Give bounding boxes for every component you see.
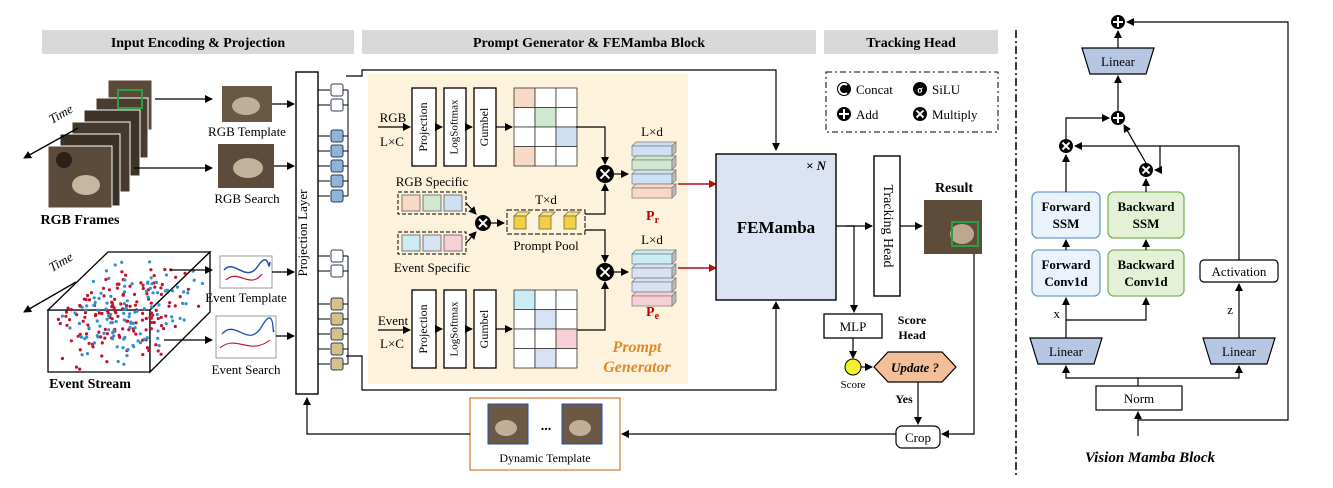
vmb-activation-label: Activation <box>1212 264 1267 279</box>
event-gumbel-label: Gumbel <box>477 309 491 348</box>
score-head-label-2: Head <box>898 328 926 342</box>
rgb-logsoftmax-label: LogSoftmax <box>449 99 461 154</box>
event-selection-matrix <box>513 289 578 369</box>
header-tracking-bg <box>824 30 998 54</box>
header-prompt: Prompt Generator & FEMamba Block <box>473 36 705 51</box>
legend-silu: SiLU <box>932 82 961 97</box>
femamba-block <box>715 153 837 301</box>
event-branch-label: Event <box>378 313 409 328</box>
score-head-label-1: Score <box>898 313 927 327</box>
event-stream-cube <box>46 250 212 374</box>
mlp-label: MLP <box>840 319 867 334</box>
event-lxc-label: L×C <box>380 336 404 351</box>
mlp-box <box>823 313 883 339</box>
prompt-stack-rgb <box>631 141 677 199</box>
vmb-linear-top-label: Linear <box>1101 54 1136 69</box>
prompt-generator-title-1: Prompt <box>612 339 662 356</box>
vmb-linear-right <box>1202 337 1276 365</box>
vmb-linear-left <box>1029 337 1103 365</box>
legend-box <box>825 71 999 133</box>
vmb-norm-label: Norm <box>1124 391 1154 406</box>
txd-label: T×d <box>535 192 557 207</box>
connector-bottom <box>346 301 780 391</box>
rgb-projection-label: Projection <box>416 102 430 151</box>
vmb-backward-conv-label-2: Conv1d <box>1124 274 1168 289</box>
rgb-token-column <box>318 83 349 203</box>
crop-box <box>895 425 941 449</box>
header-input-bg <box>42 30 354 54</box>
rgb-search-label: RGB Search <box>214 191 280 206</box>
legend-multiply: Multiply <box>932 107 978 122</box>
vmb-linear-right-label: Linear <box>1222 344 1257 359</box>
vmb-title: Vision Mamba Block <box>1085 450 1216 466</box>
lxd-label-event: L×d <box>641 232 663 247</box>
header-input: Input Encoding & Projection <box>111 36 286 51</box>
header-prompt-bg <box>362 30 816 54</box>
rgb-template-label: RGB Template <box>208 124 286 139</box>
time-arrow-rgb <box>23 127 79 159</box>
connector-top <box>346 69 780 151</box>
vmb-backward-conv-label-1: Backward <box>1117 257 1175 272</box>
legend-concat: Concat <box>856 82 893 97</box>
legend-add: Add <box>856 107 879 122</box>
vmb-norm <box>1095 385 1183 411</box>
prompt-stack-event <box>631 249 677 307</box>
time-label-event: Time <box>46 249 76 275</box>
event-projection-box <box>411 289 437 369</box>
score-label: Score <box>840 379 865 391</box>
vmb-forward-conv-label-2: Conv1d <box>1044 274 1088 289</box>
tracking-head-box <box>873 155 901 297</box>
vmb-backward-ssm-label-1: Backward <box>1117 199 1175 214</box>
prompt-pool-cubes <box>513 211 581 230</box>
prompt-generator-title-2: Generator <box>603 359 671 376</box>
event-template-label: Event Template <box>205 290 287 305</box>
vmb-forward-ssm-label-2: SSM <box>1053 216 1080 231</box>
rgb-frames-stack <box>47 79 153 209</box>
vmb-forward-conv-label-1: Forward <box>1041 257 1091 272</box>
p-r-label: Pr <box>646 209 660 226</box>
svg-text:σ: σ <box>917 85 923 96</box>
event-stream-label: Event Stream <box>49 377 131 392</box>
time-label-rgb: Time <box>46 101 76 127</box>
vmb-z-label: z <box>1227 302 1233 317</box>
prompt-pool-label: Prompt Pool <box>513 238 579 253</box>
repeat-n-label: × N <box>806 158 827 173</box>
rgb-specific-label: RGB Specific <box>396 174 469 189</box>
header-tracking: Tracking Head <box>866 36 956 51</box>
event-logsoftmax-label: LogSoftmax <box>449 301 461 356</box>
lxd-label-rgb: L×d <box>641 124 663 139</box>
prompt-pool-box <box>506 209 586 235</box>
event-search-image <box>215 315 277 359</box>
event-token-column <box>318 249 349 371</box>
dynamic-template-label: Dynamic Template <box>499 451 590 465</box>
rgb-branch-label: RGB <box>380 110 407 125</box>
rgb-lxc-label: L×C <box>380 134 404 149</box>
rgb-projection-box <box>411 87 437 167</box>
projection-layer-label: Projection Layer <box>295 189 310 277</box>
vmb-x-label: x <box>1054 306 1061 321</box>
event-specific-label: Event Specific <box>394 260 470 275</box>
yes-label: Yes <box>895 392 913 406</box>
crop-label: Crop <box>905 430 931 445</box>
update-label: Update ? <box>891 360 940 375</box>
time-arrow-event <box>23 281 77 313</box>
rgb-selection-matrix <box>513 87 578 167</box>
result-label: Result <box>935 181 973 196</box>
vmb-linear-top <box>1081 47 1155 75</box>
vmb-forward-ssm-label-1: Forward <box>1041 199 1091 214</box>
rgb-frames-label: RGB Frames <box>41 213 120 228</box>
update-decision <box>873 351 957 383</box>
p-e-label: Pe <box>646 305 660 322</box>
dynamic-ellipsis: ... <box>541 419 552 434</box>
event-search-label: Event Search <box>212 362 281 377</box>
rgb-gumbel-label: Gumbel <box>477 107 491 146</box>
event-projection-label: Projection <box>416 304 430 353</box>
score-indicator <box>844 358 862 376</box>
tracking-head-label: Tracking Head <box>880 184 895 267</box>
vmb-backward-ssm-label-2: SSM <box>1133 216 1160 231</box>
femamba-label: FEMamba <box>737 218 816 237</box>
vmb-linear-left-label: Linear <box>1049 344 1084 359</box>
projection-layer-box <box>295 71 319 395</box>
